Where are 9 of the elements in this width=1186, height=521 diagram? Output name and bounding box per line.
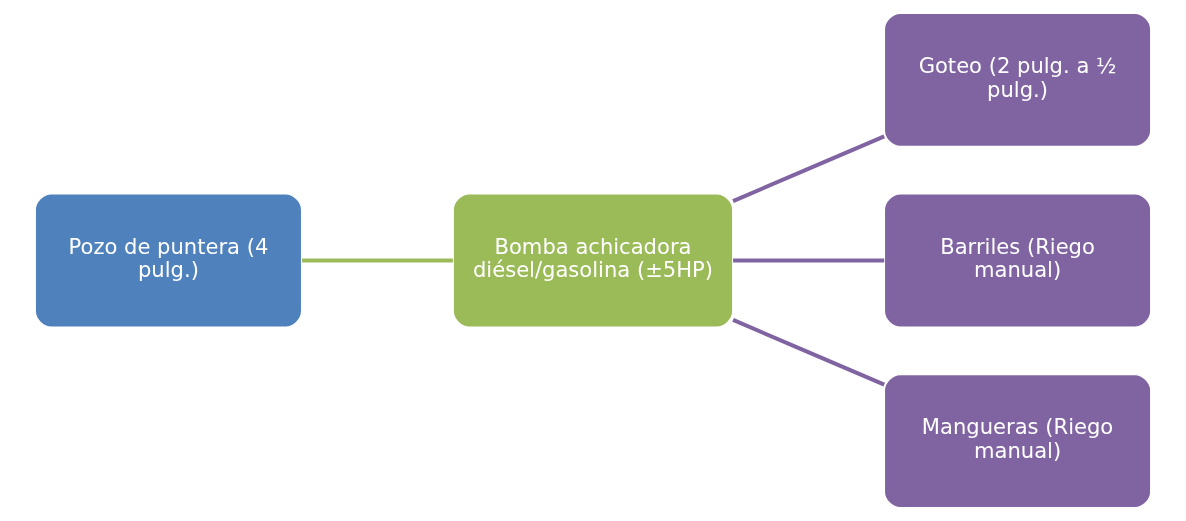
node-box: Bomba achicadora diésel/gasolina (±5HP) — [452, 193, 734, 328]
connector — [732, 134, 885, 203]
node-box: Pozo de puntera (4 pulg.) — [34, 193, 303, 328]
connector — [302, 258, 453, 263]
node-box: Mangueras (Riego manual) — [883, 373, 1152, 509]
connector — [732, 318, 885, 387]
node-box: Barriles (Riego manual) — [883, 193, 1152, 328]
node-box: Goteo (2 pulg. a ½ pulg.) — [883, 12, 1152, 148]
connector — [733, 258, 885, 263]
